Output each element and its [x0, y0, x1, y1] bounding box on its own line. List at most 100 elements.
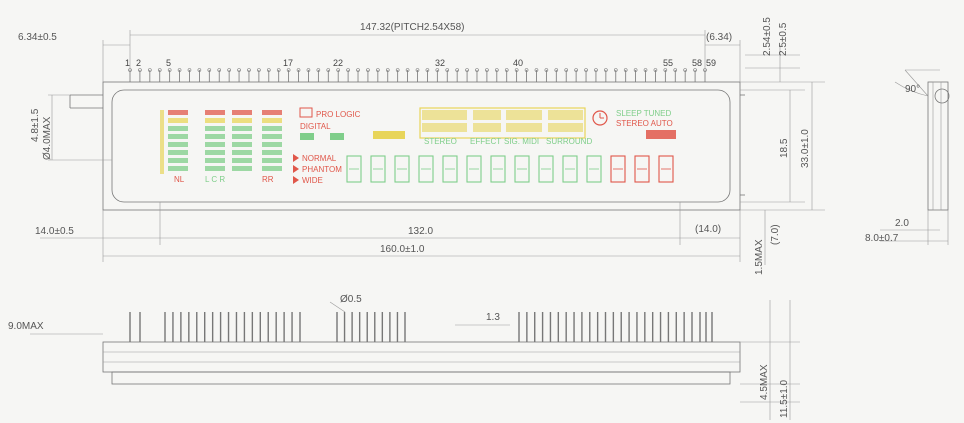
dolby-logo-icon — [299, 107, 313, 118]
pin-tip — [544, 68, 549, 72]
pin-tip — [346, 68, 350, 72]
dim-tilt: 90° — [905, 84, 920, 95]
pin-tip — [584, 68, 588, 72]
pin-tip — [177, 68, 182, 72]
meter-segment — [205, 110, 225, 115]
logo-segment — [330, 133, 344, 140]
meter-segment — [168, 150, 188, 155]
dim-bottom-max: 1.5MAX — [754, 239, 765, 275]
bottom-view: 9.0MAX Ø0.5 1.3 4.5MAX 11.5±1.0 — [8, 294, 800, 420]
dim-overall-height: 33.0±1.0 — [800, 129, 811, 168]
level-label-rr: RR — [262, 175, 274, 184]
top-pins — [128, 68, 707, 82]
logo-line2: DIGITAL — [300, 122, 331, 131]
pin-tip — [623, 68, 628, 72]
meter-segment — [168, 126, 188, 131]
pin-tip — [286, 68, 291, 72]
pin-tip — [643, 68, 648, 72]
pin-tip — [485, 68, 489, 72]
pin-tip — [187, 68, 192, 72]
pin-tip — [257, 68, 261, 72]
dim-left-edge: 14.0±0.5 — [35, 226, 74, 237]
dim-pin-dia: Ø0.5 — [340, 294, 362, 305]
meter-segment — [205, 134, 225, 139]
left-dimensions: 4.8±1.5 Ø4.0MAX — [30, 94, 112, 161]
indicator-wide: WIDE — [302, 176, 323, 185]
digit-cell — [586, 155, 602, 183]
meter-segment — [262, 166, 282, 171]
meter-segment — [205, 126, 225, 131]
pin-tip — [266, 68, 271, 72]
meter-segment — [232, 158, 252, 163]
meter-segment — [262, 150, 282, 155]
pin-tip — [465, 68, 469, 72]
pin-number: 40 — [513, 58, 523, 68]
pin-tip — [405, 68, 410, 72]
pin-tip — [366, 68, 370, 72]
pin-tip — [554, 68, 559, 72]
dim-inner-height: 18.5 — [779, 138, 790, 158]
dim-side-b: 8.0±0.7 — [865, 233, 899, 244]
pin-tip — [633, 68, 638, 72]
meter-segment — [205, 118, 225, 123]
meter-segment — [168, 134, 188, 139]
mode-indicators: NORMAL PHANTOM WIDE — [293, 154, 342, 185]
pin-tip — [504, 68, 509, 72]
pin-tip — [683, 68, 687, 72]
pin-tip — [653, 68, 658, 72]
pin-tip — [157, 68, 162, 72]
side-body — [927, 81, 949, 211]
top-dimensions: 147.32(PITCH2.54X58) 6.34±0.5 (6.34) — [18, 22, 741, 82]
module-body — [102, 81, 741, 211]
display-glass — [111, 89, 731, 203]
meter-segment — [232, 166, 252, 171]
pin-tip — [693, 68, 697, 72]
bottom-body — [102, 341, 741, 373]
meter-segment — [232, 118, 252, 123]
dim-window-max: Ø4.0MAX — [42, 116, 53, 160]
pin-tip — [376, 68, 380, 72]
pin-tip — [316, 68, 321, 72]
pin-number: 32 — [435, 58, 445, 68]
dim-overall-width: 160.0±1.0 — [380, 244, 425, 255]
level-label-lcr: L C R — [205, 175, 225, 184]
meter-segment — [232, 134, 252, 139]
digit-cell — [658, 155, 674, 183]
digit-cell — [394, 155, 410, 183]
dim-left-offset: 6.34±0.5 — [18, 32, 57, 43]
pin-tip — [534, 68, 539, 72]
status-line1: SLEEP TUNED — [616, 109, 672, 118]
indicator-phantom: PHANTOM — [302, 165, 342, 174]
pin-tip — [415, 68, 420, 72]
pin-number: 1 — [125, 58, 130, 68]
pin-tip — [167, 68, 172, 72]
yellow-segment — [373, 131, 405, 139]
meter-segment — [168, 158, 188, 163]
mode-panel: STEREO EFFECT SIG. MIDI SURROUND — [419, 107, 592, 146]
digit-cell — [490, 155, 506, 183]
pin-tip — [207, 68, 212, 72]
pin-tip — [356, 68, 360, 72]
dim-window-height: 4.8±1.5 — [30, 108, 41, 142]
pin-tip — [564, 68, 569, 72]
pin-number-labels: 1 2 5 17 22 32 40 55 58 59 — [125, 58, 716, 68]
meter-segment — [262, 142, 282, 147]
digit-cell — [466, 155, 482, 183]
meter-segment — [232, 126, 252, 131]
pin-number: 22 — [333, 58, 343, 68]
meter-segment — [262, 126, 282, 131]
display-content: NL L C R RR PRO LOGIC DIGITAL NORMAL PHA… — [160, 107, 676, 185]
pin-tip — [514, 68, 519, 72]
pin-tip — [138, 68, 142, 72]
pin-tip — [217, 68, 222, 72]
digit-cell — [370, 155, 386, 183]
pin-tip — [148, 68, 152, 72]
meter-segment — [232, 150, 252, 155]
dim-height-max: 9.0MAX — [8, 321, 44, 332]
pin-tip — [475, 68, 479, 72]
meter-segment — [262, 134, 282, 139]
digit-cell — [418, 155, 434, 183]
front-view — [69, 68, 745, 211]
pin-tip — [613, 68, 618, 72]
mode-surround: SURROUND — [546, 137, 592, 146]
